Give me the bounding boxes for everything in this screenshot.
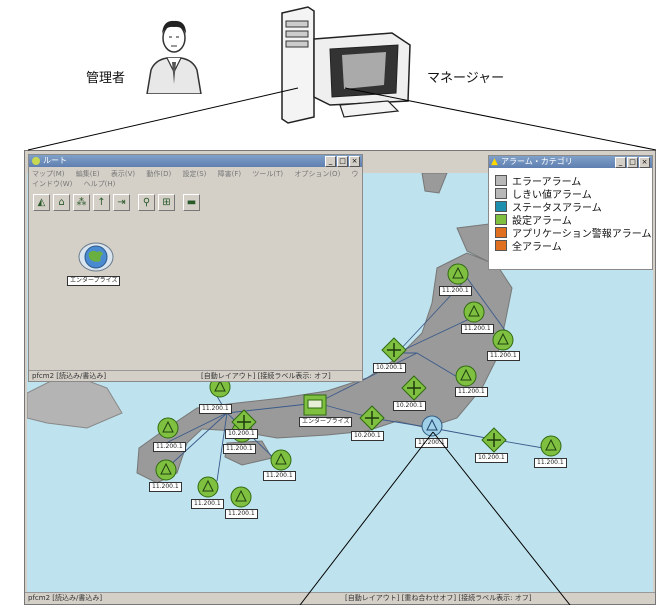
menu-settings[interactable]: 設定(S) [182,170,207,178]
node-label-n13: 11.200.1 [415,438,448,448]
manager-computer-icon [281,6,411,124]
router-node-n10[interactable] [197,476,219,498]
topology-icon[interactable]: ⁂ [73,194,90,211]
menu-tools[interactable]: ツール(T) [252,170,284,178]
router-node-n8[interactable] [270,449,292,471]
app-icon [32,157,40,165]
router-node-n9[interactable] [155,459,177,481]
up-icon[interactable]: ↑ [93,194,110,211]
router-node-n2[interactable] [463,301,485,323]
main-status-bar: pfcm2 [読込み/書込み] [自動レイアウト] [重ね合わせオフ] [接続ラ… [25,592,655,604]
warning-icon: ▲ [491,157,498,167]
manager-label: マネージャー [427,71,505,86]
alarm-window-titlebar[interactable]: ▲ アラーム・カテゴリ _ □ × [489,156,652,168]
switch-node-r3[interactable] [359,405,385,431]
main-status-left: pfcm2 [読込み/書込み] [28,594,103,602]
switch-node-r2[interactable] [401,375,427,401]
map-window-status-left: pfcm2 [読込み/書込み] [32,372,107,380]
node-label-n6: 11.200.1 [153,442,186,452]
node-label-n2: 11.200.1 [461,324,494,334]
alarm-item-application[interactable]: アプリケーション警報アラーム [495,226,652,240]
node-label-n3: 11.200.1 [487,351,520,361]
menu-window[interactable]: ウインドウ(W) [32,170,359,188]
node-label-hub: エンタープライズ [299,417,353,427]
node-label-n11: 11.200.1 [225,509,258,519]
alarm-item-threshold[interactable]: しきい値アラーム [495,187,652,201]
map-window-status-bar: pfcm2 [読込み/書込み] [自動レイアウト] [接続ラベル表示: オフ] [29,370,362,381]
switch-node-r4[interactable] [231,409,257,435]
alarm-item-all[interactable]: 全アラーム [495,239,652,253]
zoom-icon[interactable]: ⚲ [138,194,155,211]
network-icon[interactable]: ⊞ [158,194,175,211]
hub-node[interactable] [303,394,327,416]
alarm-item-error[interactable]: エラーアラーム [495,174,652,188]
menu-options[interactable]: オプション(O) [294,170,341,178]
minimize-button[interactable]: _ [325,156,336,167]
node-label-n5: 11.200.1 [199,404,232,414]
close-button[interactable]: × [349,156,360,167]
alarm-minimize-button[interactable]: _ [615,157,626,168]
router-node-n5[interactable] [209,376,231,398]
hub-icon[interactable]: ▬ [183,194,200,211]
switch-node-r5[interactable] [481,427,507,453]
node-label-n9: 11.200.1 [149,482,182,492]
home-icon[interactable]: ⌂ [53,194,70,211]
router-node-n13-selected[interactable] [421,415,443,437]
enterprise-globe-icon[interactable] [77,241,115,273]
map-window[interactable]: ルート _ □ × マップ(M) 編集(E) 表示(V) 動作(D) 設定(S)… [28,154,363,382]
node-label-n10: 11.200.1 [191,499,224,509]
alarm-category-window[interactable]: ▲ アラーム・カテゴリ _ □ × エラーアラーム しきい値アラーム ステータス… [488,155,653,270]
map-window-titlebar[interactable]: ルート _ □ × [29,155,362,167]
router-node-n12[interactable] [540,435,562,457]
node-label-r3: 10.200.1 [351,431,384,441]
node-label-r5: 10.200.1 [475,453,508,463]
router-node-n3[interactable] [492,329,514,351]
enterprise-node-label: エンタープライズ [67,276,121,286]
node-label-n4: 11.200.1 [455,387,488,397]
map-window-toolbar: ◭ ⌂ ⁂ ↑ ⇥ ⚲ ⊞ ▬ [29,191,362,214]
map-window-controls: _ □ × [325,156,360,167]
map-window-menubar: マップ(M) 編集(E) 表示(V) 動作(D) 設定(S) 障害(F) ツール… [29,167,362,191]
alarm-item-config[interactable]: 設定アラーム [495,213,652,227]
menu-map[interactable]: マップ(M) [32,170,65,178]
route-icon[interactable]: ⇥ [113,194,130,211]
menu-view[interactable]: 表示(V) [110,170,136,178]
map-icon[interactable]: ◭ [33,194,50,211]
alarm-item-status[interactable]: ステータスアラーム [495,200,652,214]
admin-label: 管理者 [86,71,126,86]
node-label-n1: 11.200.1 [439,286,472,296]
main-status-right: [自動レイアウト] [重ね合わせオフ] [接続ラベル表示: オフ] [345,594,532,602]
node-label-n12: 11.200.1 [534,458,567,468]
node-label-r2: 10.200.1 [393,401,426,411]
menu-action[interactable]: 動作(D) [146,170,172,178]
map-window-title: ルート [43,156,67,165]
router-node-n6[interactable] [157,417,179,439]
alarm-category-list: エラーアラーム しきい値アラーム ステータスアラーム 設定アラーム アプリケーシ… [489,168,652,253]
admin-figure-icon [146,20,202,94]
router-node-n11[interactable] [230,486,252,508]
switch-node-r1[interactable] [381,337,407,363]
alarm-window-title: アラーム・カテゴリ [501,157,573,166]
menu-fault[interactable]: 障害(F) [217,170,242,178]
node-label-r1: 10.200.1 [373,363,406,373]
router-node-n4[interactable] [455,365,477,387]
node-label-n7: 11.200.1 [223,444,256,454]
map-window-status-right: [自動レイアウト] [接続ラベル表示: オフ] [201,372,331,380]
alarm-close-button[interactable]: × [639,157,650,168]
alarm-window-controls: _ □ × [615,157,650,168]
maximize-button[interactable]: □ [337,156,348,167]
menu-help[interactable]: ヘルプ(H) [83,180,116,188]
menu-edit[interactable]: 編集(E) [75,170,100,178]
node-label-n8: 11.200.1 [263,471,296,481]
router-node-n1[interactable] [447,263,469,285]
alarm-maximize-button[interactable]: □ [627,157,638,168]
node-label-r4: 10.200.1 [225,429,258,439]
